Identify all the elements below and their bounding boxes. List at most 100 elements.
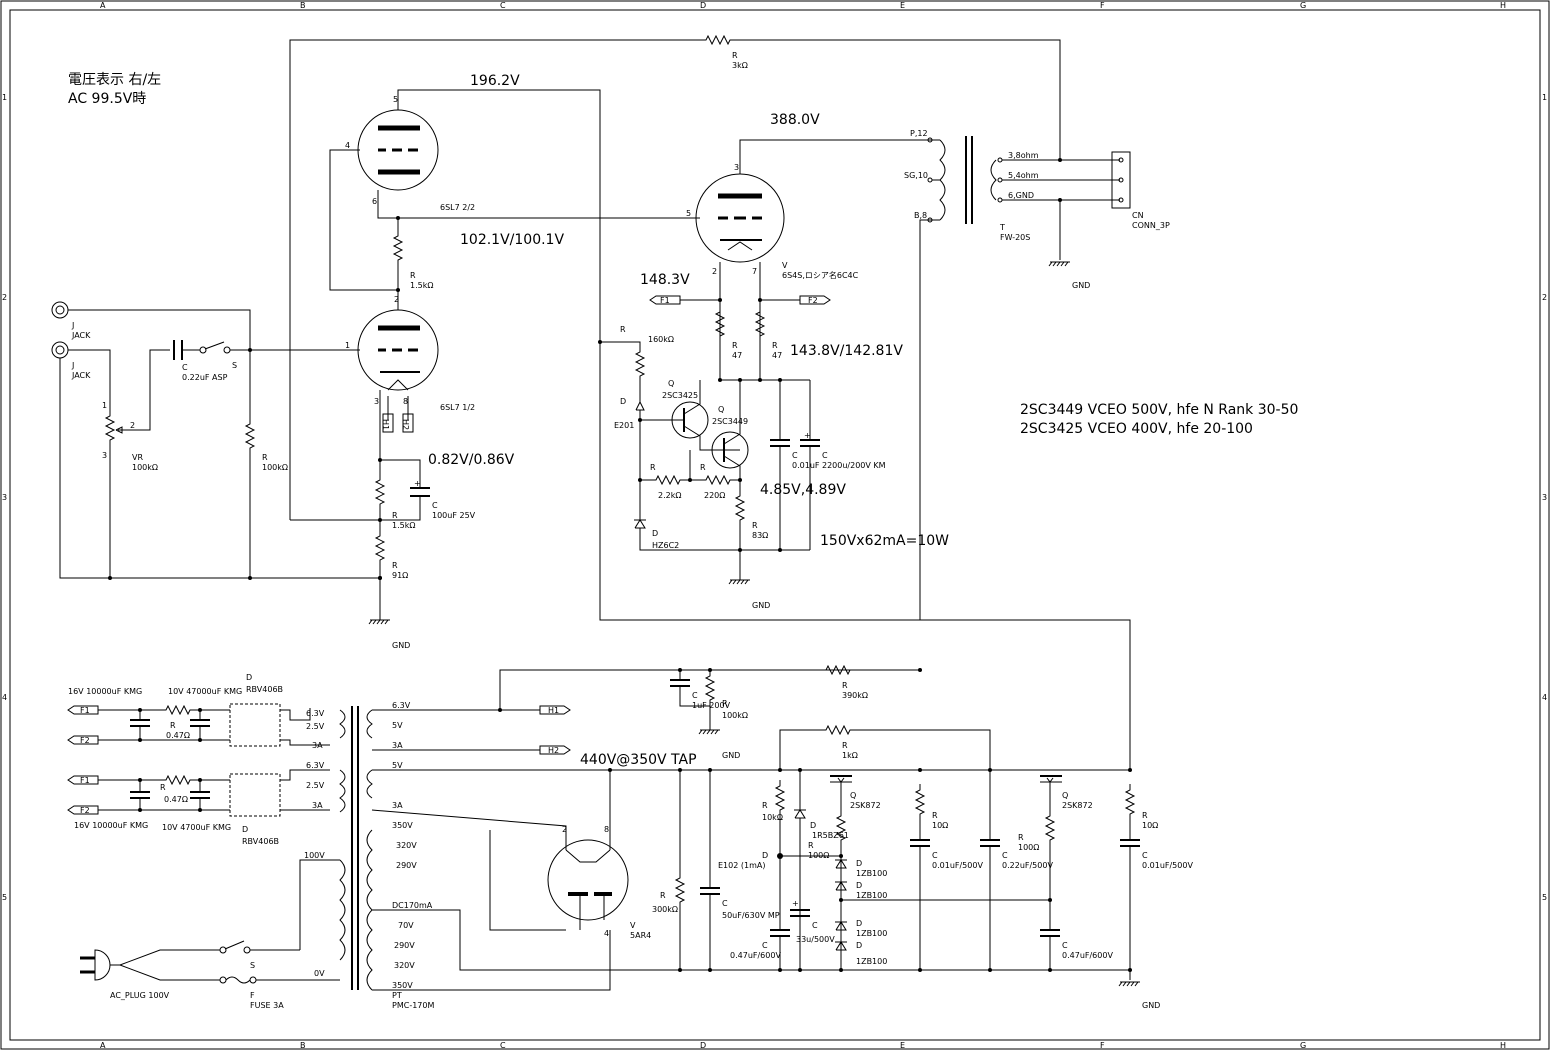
parts-brg-bot-ref: D	[242, 825, 248, 834]
heater-supply-top: F1 F2 16V 10000uF KMG 10V 47000uF KMG R …	[67, 673, 330, 747]
pt-taps-t4: 6.3V	[306, 761, 325, 770]
parts-c10v-bot-val: 10V 4700uF KMG	[162, 823, 231, 832]
parts-q3449-ref: Q	[718, 405, 724, 414]
pt-taps-h350: 350V	[392, 821, 413, 830]
tubepins-p1: 1	[345, 341, 350, 350]
parts-zd1-val: 1ZB100	[856, 869, 887, 878]
parts-r91-val: 91Ω	[392, 571, 408, 580]
tube-6s4s: 3 5 2 7 V 6S4S,ロシア名6C4C	[686, 139, 920, 342]
tubepins-r8: 8	[604, 825, 609, 834]
parts-r047a-val: 0.47Ω	[166, 731, 190, 740]
parts-r83-ref: R	[752, 521, 758, 530]
pt-taps-t6: 3A	[312, 801, 323, 810]
voltage-196: 196.2V	[470, 73, 520, 89]
parts-r47b-ref: R	[772, 341, 778, 350]
parts-r047b-ref: R	[160, 783, 166, 792]
pt-taps-s4: 5V	[392, 761, 403, 770]
parts-c022-val: 0.22uF/500V	[1002, 861, 1053, 870]
parts-r160k-val: 160kΩ	[648, 335, 674, 344]
pt-taps-h290: 290V	[396, 861, 417, 870]
parts-r047b-val: 0.47Ω	[164, 795, 188, 804]
gnd-label-1: GND	[392, 641, 410, 650]
parts-q3425-val: 2SC3425	[662, 391, 698, 400]
parts-r100k-h-val: 100kΩ	[722, 711, 748, 720]
parts-zd1-ref: D	[856, 859, 862, 868]
parts-c33u-ref: C	[812, 921, 818, 930]
parts-c16v-bot-val: 16V 10000uF KMG	[74, 821, 148, 830]
note-2sc3449: 2SC3449 VCEO 500V, hfe N Rank 30-50	[1020, 402, 1298, 418]
parts-c2200-val: 2200u/200V KM	[822, 461, 886, 470]
parts-r15k-b-ref: R	[392, 511, 398, 520]
parts-r047a-ref: R	[170, 721, 176, 730]
parts-r15k-a-ref: R	[410, 271, 416, 280]
pt-taps-h350b: 350V	[392, 981, 413, 990]
parts-psw-ref: S	[250, 961, 255, 970]
fuse: F FUSE 3A	[219, 976, 300, 1010]
parts-r160k-ref: R	[620, 325, 626, 334]
parts-c047a-val: 0.47uF/600V	[730, 951, 781, 960]
pt-taps-s5: 3A	[392, 801, 403, 810]
parts-q872b-val: 2SK872	[1062, 801, 1093, 810]
note-ac-condition: AC 99.5V時	[68, 91, 146, 107]
parts-r47a-ref: R	[732, 341, 738, 350]
parts-c001b-ref: C	[932, 851, 938, 860]
parts-jack2-val: JACK	[71, 371, 91, 380]
pt-taps-s1: 6.3V	[392, 701, 411, 710]
zener-chain: D 1ZB100 D 1ZB100 D 1ZB100 D 1ZB100	[835, 859, 887, 966]
parts-d-hz-ref: D	[652, 529, 658, 538]
parts-jack2-ref: J	[71, 361, 74, 370]
parts-r10b-val: 10Ω	[1142, 821, 1158, 830]
tubepins-vr1: 1	[102, 401, 107, 410]
parts-r91-ref: R	[392, 561, 398, 570]
parts-r100a-ref: R	[808, 841, 814, 850]
power-transformer: 6.3V 2.5V 3A 6.3V 2.5V 3A 100V 0V 6.3V 5…	[299, 701, 434, 1010]
row-2-right: 2	[1542, 293, 1547, 302]
parts-r300k-val: 300kΩ	[652, 905, 678, 914]
pt-taps-t5: 2.5V	[306, 781, 325, 790]
row-3-left: 3	[2, 493, 7, 502]
parts-r390k-ref: R	[842, 681, 848, 690]
parts-r3k-ref: R	[732, 51, 738, 60]
tubepins-vr3: 3	[102, 451, 107, 460]
mosfet-2sk872-b: Q 2SK872	[1040, 775, 1093, 810]
parts-zd2-ref: D	[856, 881, 862, 890]
input-jacks: J JACK J JACK	[51, 301, 380, 579]
parts-r47a-val: 47	[732, 351, 742, 360]
parts-c001b-val: 0.01uF/500V	[932, 861, 983, 870]
transistor-2sc3425: Q 2SC3425	[640, 379, 740, 451]
tubepins-o3: 3	[734, 163, 739, 172]
parts-d-e201-ref: D	[620, 397, 626, 406]
col-e-bot: E	[900, 1041, 905, 1050]
labels-h1pin: H1	[381, 419, 390, 430]
parts-r22k-val: 2.2kΩ	[658, 491, 681, 500]
pt-taps-s3: 3A	[392, 741, 403, 750]
parts-r100b-ref: R	[1018, 833, 1024, 842]
parts-r100k-in-val: 100kΩ	[262, 463, 288, 472]
col-b-bot: B	[300, 1041, 306, 1050]
parts-jack1-val: JACK	[71, 331, 91, 340]
tubepins-p5: 5	[393, 95, 398, 104]
parts-outtube-ref: V	[782, 261, 788, 270]
parts-r100k-h-ref: R	[722, 699, 728, 708]
flag-f1: F1	[660, 296, 670, 305]
parts-r10a-ref: R	[932, 811, 938, 820]
pt-taps-h320: 320V	[396, 841, 417, 850]
tubepins-vr2: 2	[130, 421, 135, 430]
parts-vr-ref: VR	[132, 453, 143, 462]
parts-q872b-ref: Q	[1062, 791, 1068, 800]
labels-h2pin: H2	[401, 419, 410, 430]
labels-ot-sg: SG,10	[904, 171, 928, 180]
parts-c047a-ref: C	[762, 941, 768, 950]
parts-pt-ref: PT	[392, 991, 402, 1000]
parts-c001c-ref: C	[1142, 851, 1148, 860]
parts-zd3-val: 1ZB100	[856, 929, 887, 938]
parts-r100k-in-ref: R	[262, 453, 268, 462]
parts-zd4-ref: D	[856, 941, 862, 950]
labels-ot-s2: 5,4ohm	[1008, 171, 1039, 180]
col-h-bot: H	[1500, 1041, 1506, 1050]
parts-d-1r5-val: 1R5BZ61	[812, 831, 849, 840]
parts-d-hz-val: HZ6C2	[652, 541, 679, 550]
col-b-top: B	[300, 1, 306, 10]
parts-r15k-b-val: 1.5kΩ	[392, 521, 415, 530]
